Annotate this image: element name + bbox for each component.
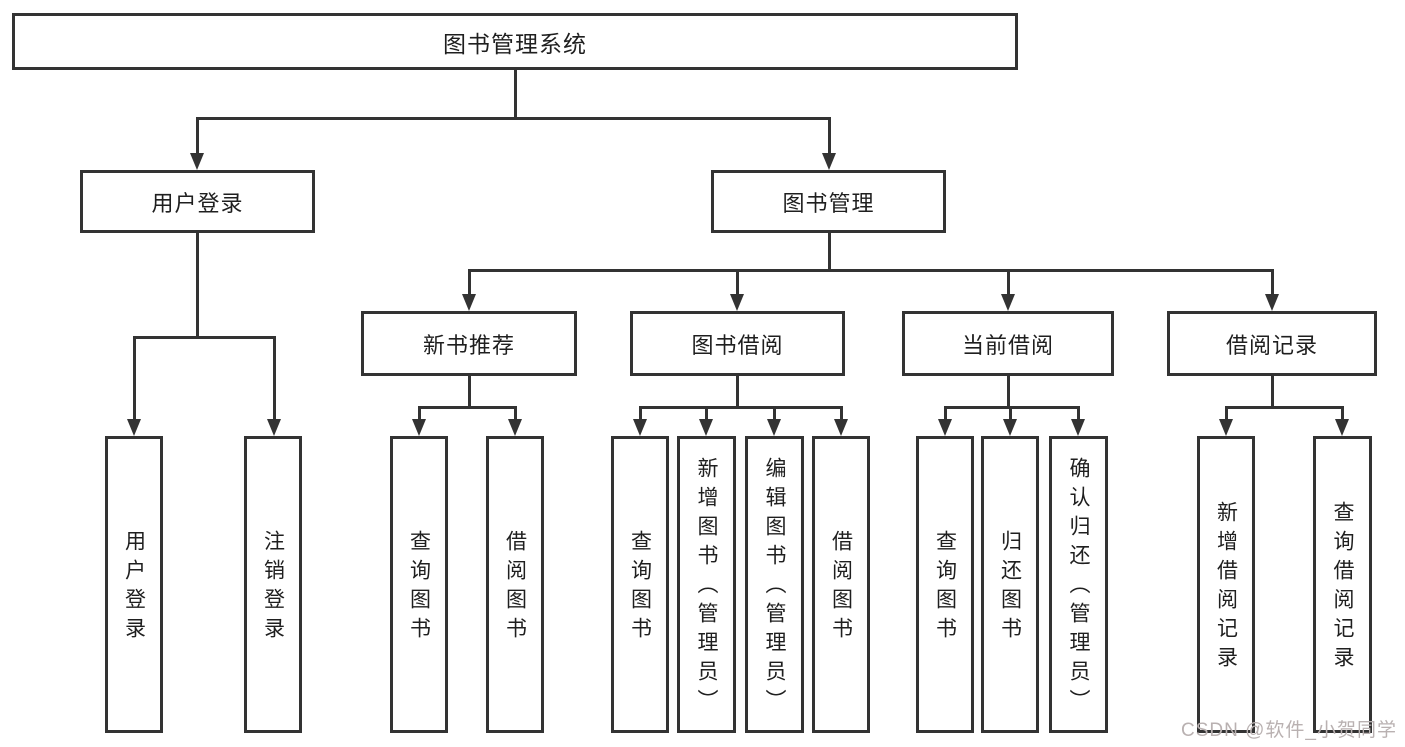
leaf-query-book-current: 查询图书 xyxy=(916,436,974,733)
connector-line xyxy=(705,406,708,421)
connector-line xyxy=(736,376,739,409)
arrow-down-icon xyxy=(127,419,141,436)
leaf-query-borrow-record: 查询借阅记录 xyxy=(1313,436,1372,733)
leaf-add-borrow-record: 新增借阅记录 xyxy=(1197,436,1255,733)
arrow-down-icon xyxy=(834,419,848,436)
arrow-down-icon xyxy=(1219,419,1233,436)
node-current-borrow: 当前借阅 xyxy=(902,311,1114,376)
leaf-query-book-recommend: 查询图书 xyxy=(390,436,448,733)
arrow-down-icon xyxy=(730,294,744,311)
connector-line xyxy=(1271,269,1274,297)
leaf-logout-login: 注销登录 xyxy=(244,436,302,733)
connector-line xyxy=(639,406,642,421)
connector-line xyxy=(196,117,199,155)
arrow-down-icon xyxy=(190,153,204,170)
leaf-query-book-borrow: 查询图书 xyxy=(611,436,669,733)
leaf-edit-book-admin: 编辑图书（管理员） xyxy=(745,436,804,733)
arrow-down-icon xyxy=(938,419,952,436)
node-user-login: 用户登录 xyxy=(80,170,315,233)
node-book-manage: 图书管理 xyxy=(711,170,946,233)
arrow-down-icon xyxy=(1335,419,1349,436)
connector-line xyxy=(639,406,843,409)
connector-line xyxy=(1007,376,1010,409)
connector-line xyxy=(1077,406,1080,421)
connector-line xyxy=(1271,376,1274,409)
arrow-down-icon xyxy=(412,419,426,436)
leaf-borrow-book-recommend: 借阅图书 xyxy=(486,436,544,733)
connector-line xyxy=(468,376,471,409)
arrow-down-icon xyxy=(699,419,713,436)
connector-line xyxy=(1225,406,1228,421)
connector-line xyxy=(736,269,739,297)
leaf-user-login: 用户登录 xyxy=(105,436,163,733)
connector-line xyxy=(133,336,276,339)
leaf-borrow-book: 借阅图书 xyxy=(812,436,870,733)
connector-line xyxy=(828,233,831,271)
connector-line xyxy=(468,269,1274,272)
connector-line xyxy=(840,406,843,421)
arrow-down-icon xyxy=(822,153,836,170)
connector-line xyxy=(1007,269,1010,297)
connector-line xyxy=(418,406,517,409)
leaf-confirm-return-admin: 确认归还（管理员） xyxy=(1049,436,1108,733)
connector-line xyxy=(273,336,276,421)
node-borrow-record: 借阅记录 xyxy=(1167,311,1377,376)
connector-line xyxy=(828,117,831,155)
arrow-down-icon xyxy=(508,419,522,436)
node-root: 图书管理系统 xyxy=(12,13,1018,70)
connector-line xyxy=(514,406,517,421)
connector-line xyxy=(418,406,421,421)
connector-line xyxy=(196,117,831,120)
arrow-down-icon xyxy=(767,419,781,436)
node-book-borrow: 图书借阅 xyxy=(630,311,845,376)
connector-line xyxy=(196,233,199,338)
csdn-watermark: CSDN @软件_小贺同学 xyxy=(1181,720,1397,741)
connector-line xyxy=(944,406,1080,409)
arrow-down-icon xyxy=(633,419,647,436)
leaf-return-book: 归还图书 xyxy=(981,436,1039,733)
connector-line xyxy=(468,269,471,297)
connector-line xyxy=(1341,406,1344,421)
connector-line xyxy=(773,406,776,421)
arrow-down-icon xyxy=(267,419,281,436)
arrow-down-icon xyxy=(1071,419,1085,436)
leaf-add-book-admin: 新增图书（管理员） xyxy=(677,436,736,733)
arrow-down-icon xyxy=(1003,419,1017,436)
connector-line xyxy=(514,70,517,118)
connector-line xyxy=(1009,406,1012,421)
connector-line xyxy=(944,406,947,421)
node-new-book-recommend: 新书推荐 xyxy=(361,311,577,376)
arrow-down-icon xyxy=(462,294,476,311)
arrow-down-icon xyxy=(1265,294,1279,311)
connector-line xyxy=(133,336,136,421)
connector-line xyxy=(1225,406,1344,409)
arrow-down-icon xyxy=(1001,294,1015,311)
